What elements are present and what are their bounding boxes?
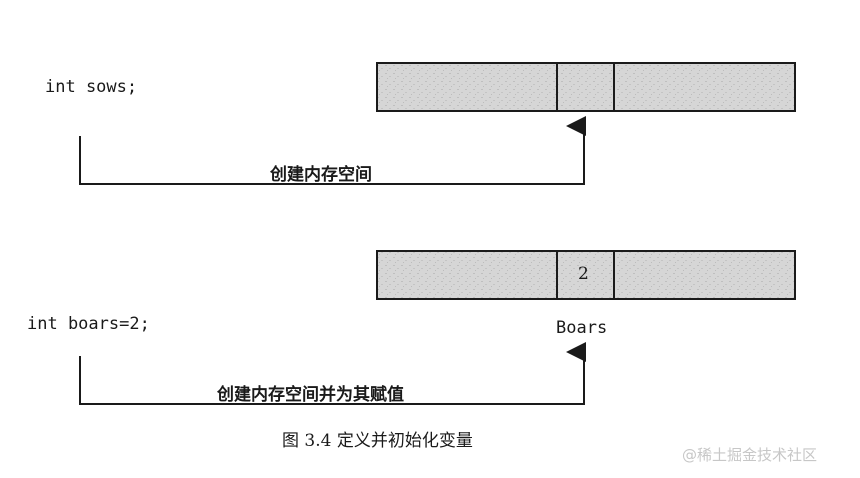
memory-strip-top-box	[376, 62, 796, 112]
create-memory-arrow-top	[79, 116, 586, 185]
memory-strip-top	[376, 62, 796, 112]
label-create-memory: 创建内存空间	[270, 165, 372, 185]
memory-strip-bottom	[376, 250, 796, 300]
figure-caption: 图 3.4 定义并初始化变量	[282, 431, 473, 451]
memory-cell-value: 2	[578, 264, 589, 284]
create-and-assign-arrow-bottom	[79, 342, 586, 405]
label-create-and-assign: 创建内存空间并为其赋值	[217, 385, 404, 405]
code-int-sows: int sows;	[45, 77, 138, 97]
memory-strip-bottom-box	[376, 250, 796, 300]
watermark: @稀土掘金技术社区	[682, 446, 818, 464]
code-int-boars: int boars=2;	[27, 314, 150, 334]
variable-label-boars: Boars	[556, 318, 608, 338]
